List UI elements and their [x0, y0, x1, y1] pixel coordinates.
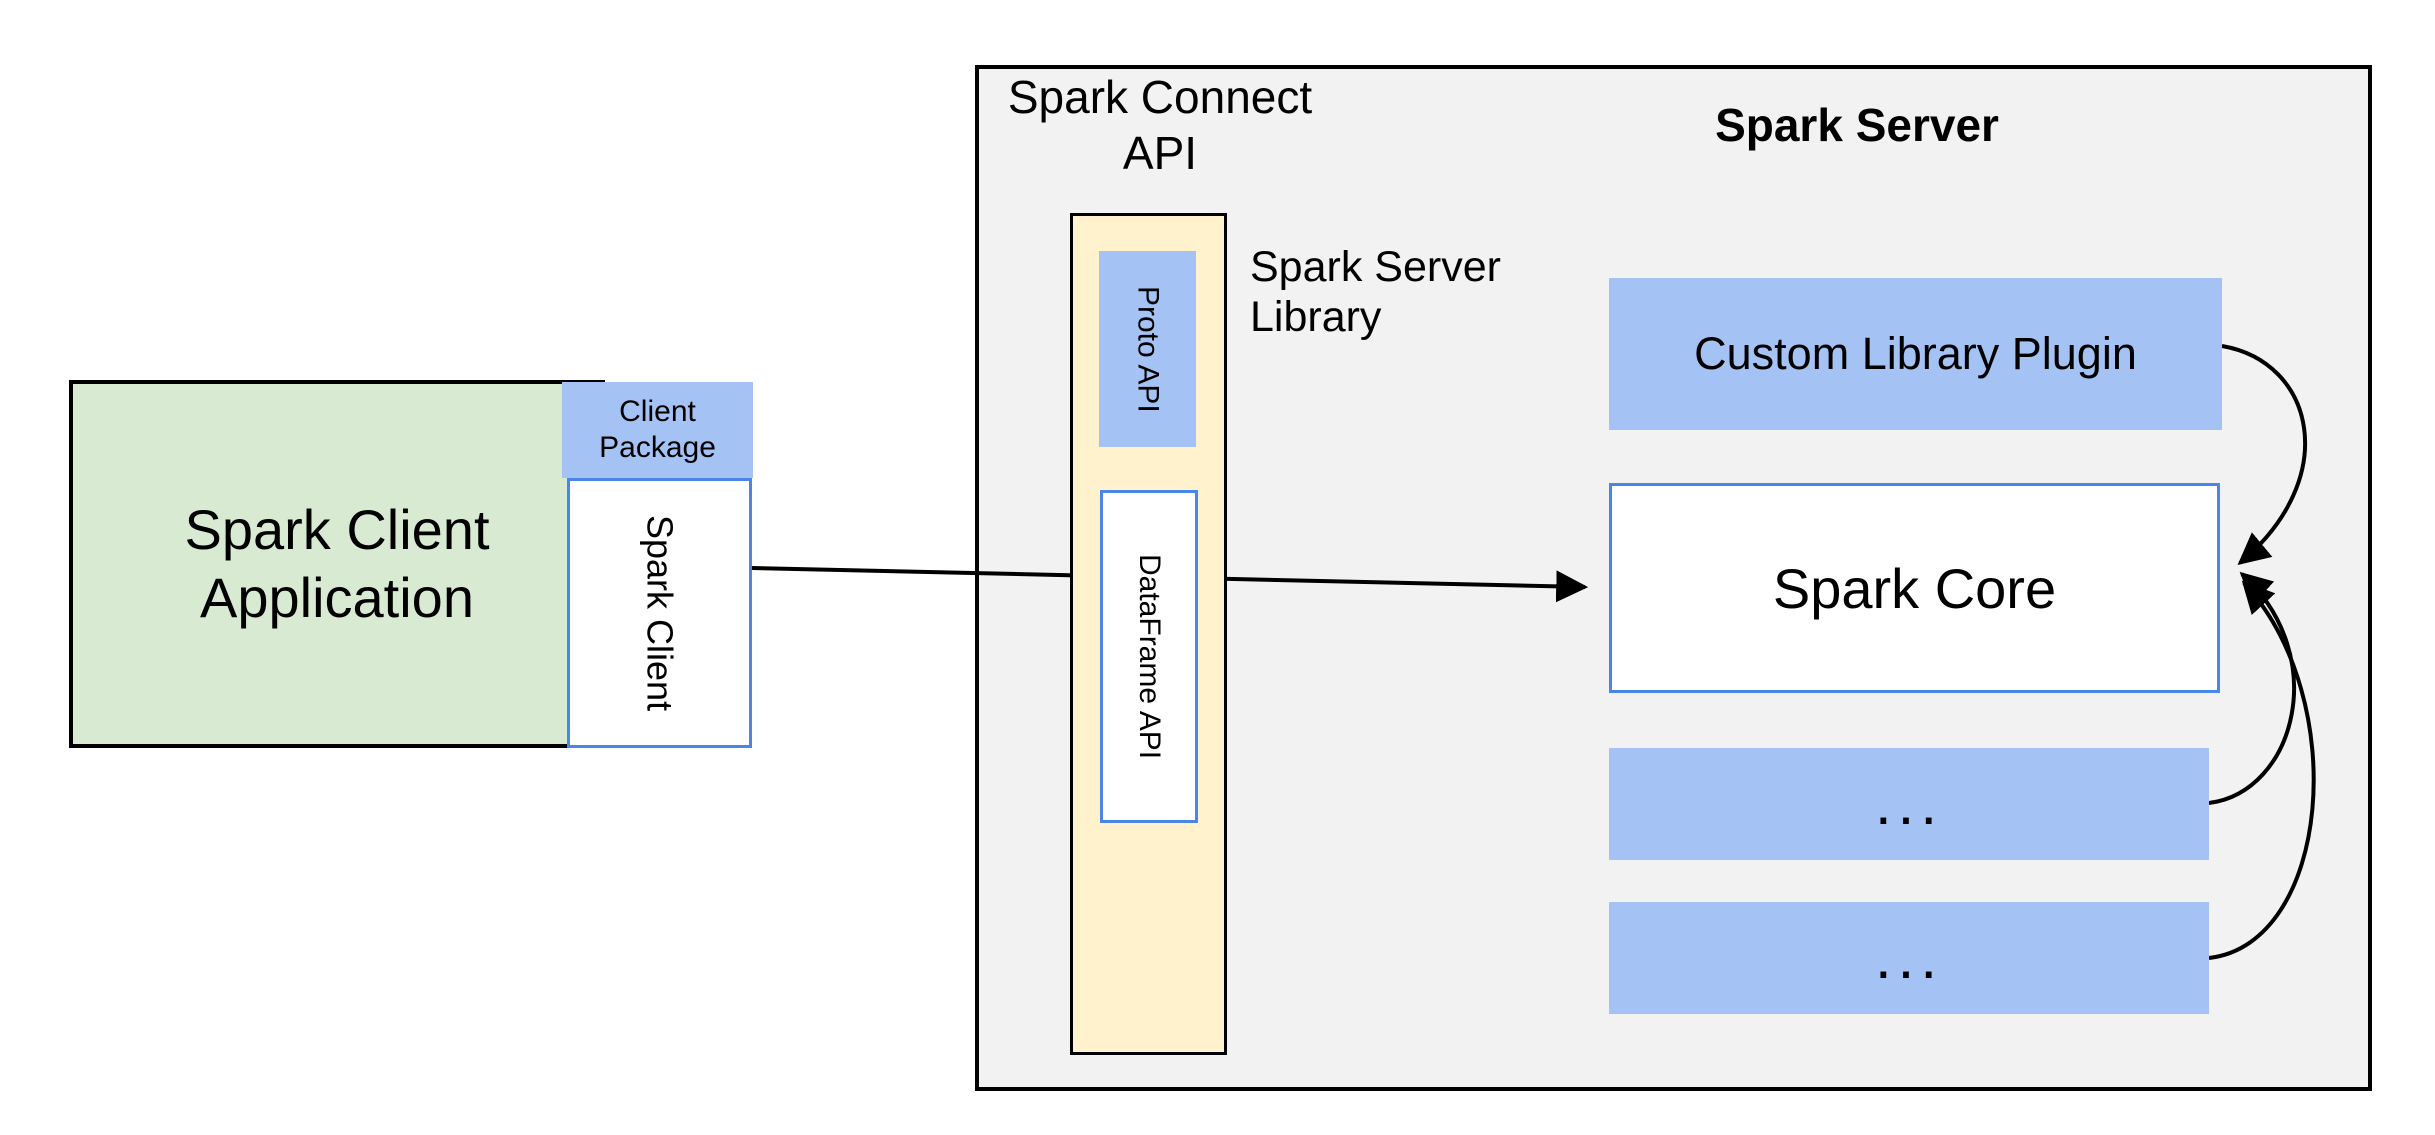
client-package-label: Client Package: [599, 395, 716, 464]
proto-api-label: Proto API: [1131, 285, 1165, 413]
plugin-placeholder-box-1: ...: [1609, 748, 2209, 860]
dataframe-api-box: DataFrame API: [1100, 490, 1198, 823]
spark-core-label: Spark Core: [1772, 556, 2057, 620]
plugin-placeholder-label-1: ...: [1874, 770, 1943, 837]
custom-library-plugin-box: Custom Library Plugin: [1609, 278, 2222, 430]
custom-library-plugin-label: Custom Library Plugin: [1694, 328, 2137, 379]
plugin-placeholder-box-2: ...: [1609, 902, 2209, 1014]
spark-server-library-label: Spark Server Library: [1250, 243, 1501, 341]
client-package-box: Client Package: [562, 382, 753, 478]
dataframe-api-label: DataFrame API: [1133, 553, 1166, 760]
spark-connect-api-title: Spark Connect API: [1007, 71, 1313, 179]
spark-client-box: Spark Client: [567, 478, 752, 748]
spark-client-label: Spark Client: [639, 514, 681, 712]
spark-client-application-box: Spark Client Application: [69, 380, 605, 748]
plugin-placeholder-label-2: ...: [1874, 924, 1943, 991]
spark-client-application-label: Spark Client Application: [184, 498, 490, 629]
spark-server-title: Spark Server: [1715, 99, 1999, 151]
spark-core-box: Spark Core: [1609, 483, 2220, 693]
proto-api-box: Proto API: [1099, 251, 1196, 447]
